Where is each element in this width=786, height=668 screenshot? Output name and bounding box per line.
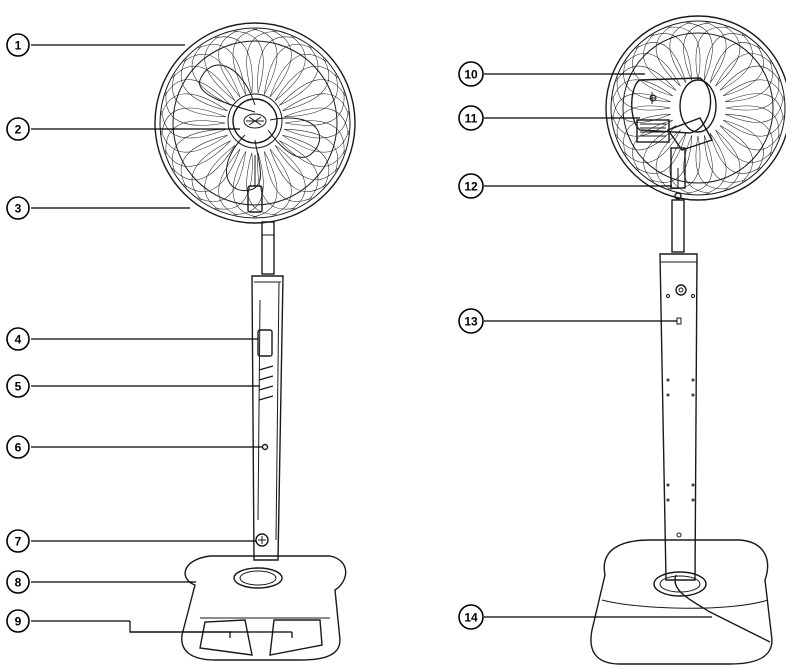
callout-1: 1: [6, 33, 30, 57]
callout-12-label: 12: [464, 180, 478, 194]
front-view-fan: [154, 22, 356, 661]
callout-7-label: 7: [15, 535, 22, 549]
rear-view-fan: [590, 15, 786, 665]
front-blades: [199, 64, 320, 191]
callout-3-label: 3: [15, 202, 22, 216]
callout-10: 10: [458, 61, 484, 87]
callout-13-label: 13: [464, 315, 478, 329]
callout-11-label: 11: [465, 112, 478, 126]
front-hub: [227, 93, 283, 149]
rear-pole: [659, 253, 698, 581]
callout-5: 5: [6, 374, 30, 398]
front-receiver: [261, 443, 269, 451]
callout-14: 14: [458, 604, 484, 630]
rear-motor-housing: [631, 77, 717, 134]
callout-2-label: 2: [15, 123, 22, 137]
callout-4-label: 4: [15, 333, 22, 347]
callout-7: 7: [6, 529, 30, 553]
callout-8-label: 8: [15, 576, 22, 590]
front-grill: [154, 22, 356, 224]
front-grill-clip: [247, 155, 263, 213]
callout-1-label: 1: [15, 39, 22, 53]
callout-4: 4: [6, 327, 30, 351]
rear-tilt-arm: [666, 117, 714, 200]
callout-14-label: 14: [464, 611, 478, 625]
front-feet: [199, 619, 323, 656]
callout-2: 2: [6, 117, 30, 141]
front-base: [181, 555, 347, 661]
rear-power-cord: [674, 574, 771, 643]
callout-6: 6: [6, 435, 30, 459]
front-pole: [251, 275, 284, 561]
rear-grill: [605, 15, 786, 201]
callout-9-label: 9: [15, 615, 22, 629]
rear-neck: [671, 199, 685, 253]
callout-9: 9: [6, 609, 30, 633]
callout-12: 12: [458, 173, 484, 199]
callout-8: 8: [6, 570, 30, 594]
callout-5-label: 5: [15, 380, 22, 394]
callout-10-label: 10: [464, 68, 478, 82]
rear-base: [590, 539, 773, 665]
callout-leaders: [31, 44, 712, 638]
callout-13: 13: [458, 308, 484, 334]
front-neck: [261, 221, 275, 275]
front-knob: [255, 533, 269, 547]
front-control-buttons: [258, 365, 274, 401]
callout-3: 3: [6, 196, 30, 220]
callout-11: 11: [458, 105, 484, 131]
front-display: [257, 329, 273, 357]
callout-6-label: 6: [15, 441, 22, 455]
